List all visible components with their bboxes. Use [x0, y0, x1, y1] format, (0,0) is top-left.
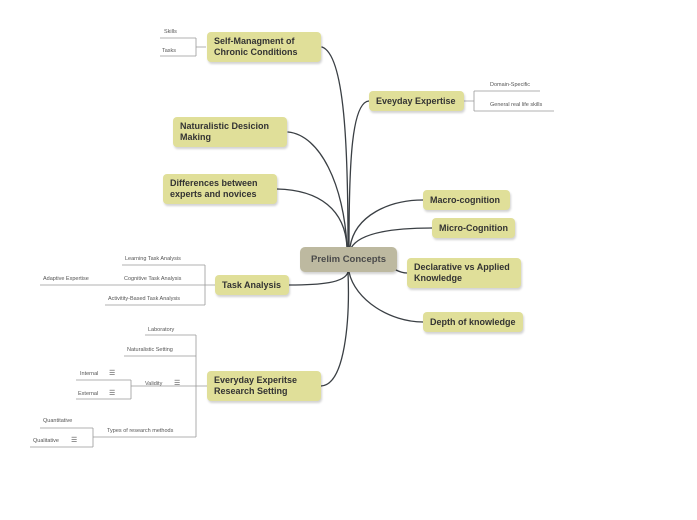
node-label-line1: Differences between [170, 178, 258, 188]
connector-research-setting [320, 271, 350, 387]
connector-depth [348, 271, 424, 323]
leaf-adaptive-expertise[interactable]: Adaptive Expertise [43, 276, 89, 282]
connector-naturalistic [287, 131, 348, 248]
node-task-analysis[interactable]: Task Analysis [215, 275, 289, 295]
node-label: Micro-Cognition [439, 222, 508, 233]
leaf-general-skills[interactable]: General real life skills [490, 102, 543, 108]
connector-differences [276, 188, 348, 248]
leaf-laboratory[interactable]: Laboratory [148, 327, 175, 333]
connector-everyday-expertise [348, 100, 370, 248]
node-label-line1: Everyday Experitse [214, 375, 298, 385]
note-icon[interactable]: ☰ [109, 390, 116, 397]
node-everyday-expertise[interactable]: Eveyday Expertise [369, 91, 464, 111]
node-label-line1: Declarative vs Applied [414, 262, 510, 272]
leaf-qualitative[interactable]: Qualitative [33, 438, 59, 444]
connector-declarative [395, 269, 408, 274]
leaf-external[interactable]: External [78, 391, 99, 397]
leaf-skills[interactable]: Skills [164, 29, 177, 35]
root-label: Prelim Concepts [311, 254, 386, 265]
leaf-learning-task-analysis[interactable]: Learning Task Analysis [125, 256, 181, 262]
node-label-line1: Naturalistic Desicion [180, 121, 270, 131]
note-icon[interactable]: ☰ [71, 437, 78, 444]
leaf-types-of-research-methods[interactable]: Types of research methods [107, 428, 174, 434]
leaf-activity-task-analysis[interactable]: Activitity-Based Task Analysis [108, 296, 181, 302]
connector-task-analysis [288, 271, 349, 286]
node-label: Macro-cognition [430, 194, 500, 205]
node-label-line2: Research Setting [214, 386, 288, 396]
node-label: Eveyday Expertise [376, 95, 456, 106]
leaf-tasks[interactable]: Tasks [162, 48, 177, 54]
leaf-internal[interactable]: Internal [80, 371, 99, 377]
node-label-line2: Chronic Conditions [214, 47, 298, 57]
leaf-domain-specific[interactable]: Domain-Specific [490, 82, 531, 88]
node-label: Task Analysis [222, 279, 282, 290]
connector-micro [350, 227, 433, 249]
leaf-naturalistic-setting[interactable]: Naturalistic Setting [127, 347, 173, 353]
root-node[interactable]: Prelim Concepts [300, 247, 397, 272]
note-icon[interactable]: ☰ [174, 380, 181, 387]
node-depth-of-knowledge[interactable]: Depth of knowledge [423, 312, 523, 332]
node-label-line1: Self-Managment of [214, 36, 295, 46]
node-label-line2: Knowledge [414, 273, 463, 283]
connector-self-management [321, 46, 349, 248]
node-label-line2: Making [180, 132, 212, 142]
note-icon[interactable]: ☰ [109, 370, 116, 377]
node-micro-cognition[interactable]: Micro-Cognition [432, 218, 515, 238]
node-label-line2: experts and novices [170, 189, 257, 199]
leaf-cognitive-task-analysis[interactable]: Cognitive Task Analysis [124, 276, 182, 282]
node-macro-cognition[interactable]: Macro-cognition [423, 190, 510, 210]
node-label: Depth of knowledge [430, 316, 516, 327]
leaf-quantitative[interactable]: Quantitative [43, 418, 73, 424]
connector-macro [349, 199, 424, 248]
leaf-validity[interactable]: Validity [145, 381, 163, 387]
